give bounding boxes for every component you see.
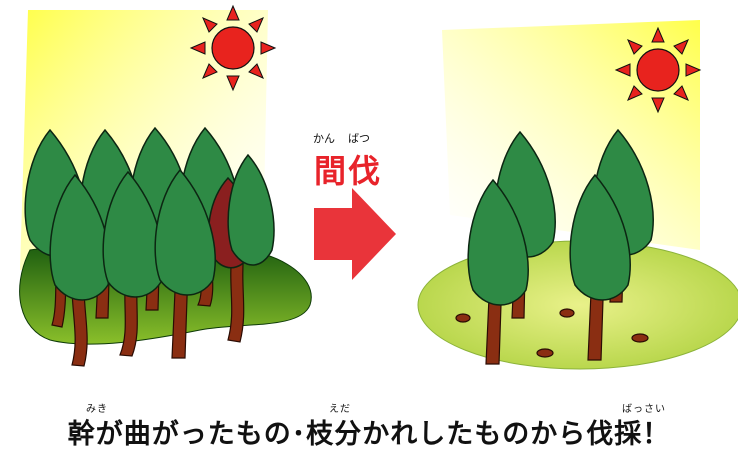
thinned-forest-panel [417, 20, 738, 370]
sun-icon [614, 26, 702, 114]
furigana-eda: えだ [329, 404, 351, 415]
tree-foliage [227, 153, 275, 266]
tree-foliage [154, 168, 216, 296]
tree-foliage [467, 178, 529, 306]
tree-trunk [227, 249, 245, 343]
tree-stump [559, 308, 575, 318]
tree-foliage [49, 173, 111, 301]
tree-stump [631, 333, 649, 343]
furigana-miki: みき [86, 404, 108, 415]
furigana-batsu: ばつ [348, 132, 370, 145]
thinning-label: 間伐 [314, 152, 383, 190]
dense-forest-panel [19, 4, 312, 367]
arrow-right-icon [314, 188, 396, 280]
furigana-kan: かん [313, 132, 335, 145]
tree-foliage [569, 173, 631, 301]
sun-icon [189, 4, 277, 92]
tree-stump [536, 348, 554, 358]
caption-text: 幹が曲がったもの･枝分かれしたものから伐採！ [67, 419, 671, 450]
tree-stump [455, 313, 471, 323]
furigana-bassai: ばっさい [622, 404, 666, 415]
